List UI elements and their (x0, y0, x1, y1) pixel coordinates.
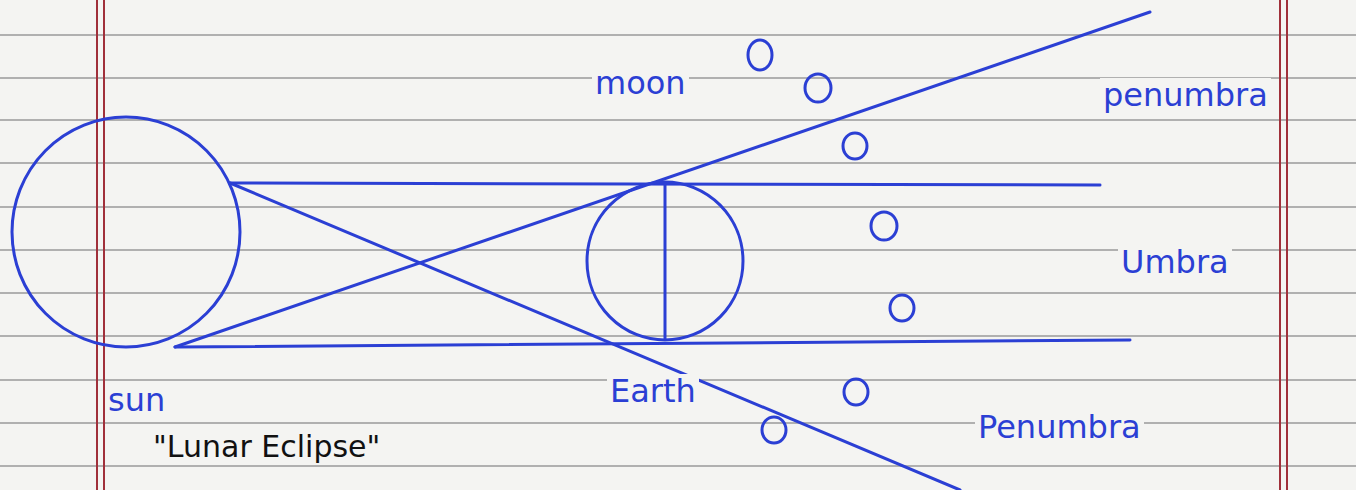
margin-lines (97, 0, 1287, 490)
node-label: Earth (607, 374, 699, 409)
region-label: Penumbra (975, 410, 1144, 445)
region-label: penumbra (1100, 78, 1271, 113)
earth-circle: Earth (585, 180, 745, 342)
region-label: moon (592, 66, 689, 101)
circle-outline (10, 115, 242, 349)
moon-positions (748, 40, 914, 443)
circle-outline (585, 180, 745, 342)
node-label: sun (105, 383, 168, 418)
ruled-lines (0, 35, 1356, 466)
sun-circle: sun (10, 115, 242, 349)
diagram-title: "Lunar Eclipse" (150, 430, 383, 463)
region-label: Umbra (1118, 245, 1232, 280)
light-rays (175, 12, 1150, 490)
